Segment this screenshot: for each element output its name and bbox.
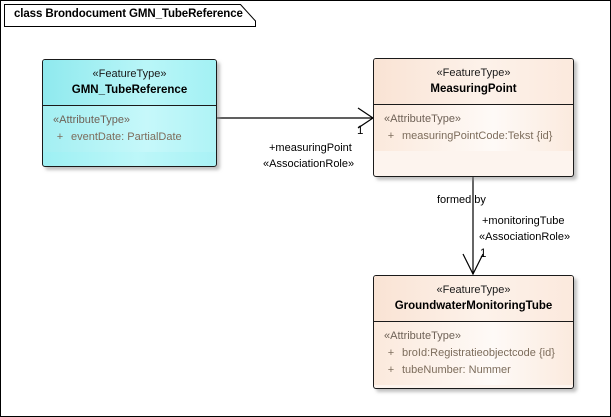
class-name: GroundwaterMonitoringTube bbox=[394, 300, 553, 312]
association-role-stereotype-monitoring-tube: «AssociationRole» bbox=[479, 231, 571, 243]
diagram-title-tab: class Brondocument GMN_TubeReference bbox=[4, 4, 256, 27]
attribute-visibility: + bbox=[387, 130, 395, 142]
class-name-compartment: «FeatureType» MeasuringPoint bbox=[374, 59, 573, 105]
class-name: GMN_TubeReference bbox=[71, 84, 188, 96]
association-tube-reference-to-measuring-point bbox=[217, 107, 375, 129]
association-role-name-monitoring-tube: +monitoringTube bbox=[482, 215, 565, 227]
attribute-visibility: + bbox=[56, 131, 64, 143]
association-multiplicity-monitoring-tube: 1 bbox=[480, 248, 487, 260]
attribute-stereotype: «AttributeType» bbox=[384, 330, 462, 342]
attribute-row: + broId:Registratieobjectcode {id} bbox=[374, 345, 573, 362]
attribute-label: broId:Registratieobjectcode {id} bbox=[402, 347, 555, 359]
class-box-measuring-point[interactable]: «FeatureType» MeasuringPoint «AttributeT… bbox=[373, 58, 574, 177]
attribute-stereotype: «AttributeType» bbox=[53, 114, 131, 126]
attribute-label: eventDate: PartialDate bbox=[71, 131, 182, 143]
association-name-formed-by: formed by bbox=[437, 194, 486, 206]
class-box-groundwater-monitoring-tube[interactable]: «FeatureType» GroundwaterMonitoringTube … bbox=[373, 275, 574, 389]
association-role-stereotype-measuring-point: «AssociationRole» bbox=[263, 158, 355, 170]
page-title: class Brondocument GMN_TubeReference bbox=[14, 8, 243, 20]
attribute-row: + tubeNumber: Nummer bbox=[374, 362, 573, 379]
class-name-compartment: «FeatureType» GMN_TubeReference bbox=[43, 60, 216, 106]
attribute-row: + eventDate: PartialDate bbox=[43, 129, 216, 146]
class-stereotype: «FeatureType» bbox=[92, 68, 167, 80]
attribute-label: tubeNumber: Nummer bbox=[402, 364, 511, 376]
class-name-compartment: «FeatureType» GroundwaterMonitoringTube bbox=[374, 276, 573, 322]
attribute-visibility: + bbox=[387, 347, 395, 359]
attribute-row: + measuringPointCode:Tekst {id} bbox=[374, 128, 573, 145]
class-box-gmn-tube-reference[interactable]: «FeatureType» GMN_TubeReference «Attribu… bbox=[42, 59, 217, 167]
attribute-visibility: + bbox=[387, 364, 395, 376]
class-name: MeasuringPoint bbox=[430, 83, 517, 95]
class-attribute-compartment: «AttributeType» + eventDate: PartialDate bbox=[43, 106, 216, 152]
class-attribute-compartment: «AttributeType» + measuringPointCode:Teks… bbox=[374, 105, 573, 151]
diagram-title-tab-shape bbox=[4, 4, 256, 27]
attribute-stereotype: «AttributeType» bbox=[384, 113, 462, 125]
class-stereotype: «FeatureType» bbox=[436, 284, 511, 296]
class-attribute-compartment: «AttributeType» + broId:Registratieobject… bbox=[374, 322, 573, 385]
class-stereotype: «FeatureType» bbox=[436, 67, 511, 79]
attribute-label: measuringPointCode:Tekst {id} bbox=[402, 130, 553, 142]
association-multiplicity-measuring-point: 1 bbox=[357, 125, 364, 137]
association-role-name-measuring-point: +measuringPoint bbox=[269, 142, 352, 154]
